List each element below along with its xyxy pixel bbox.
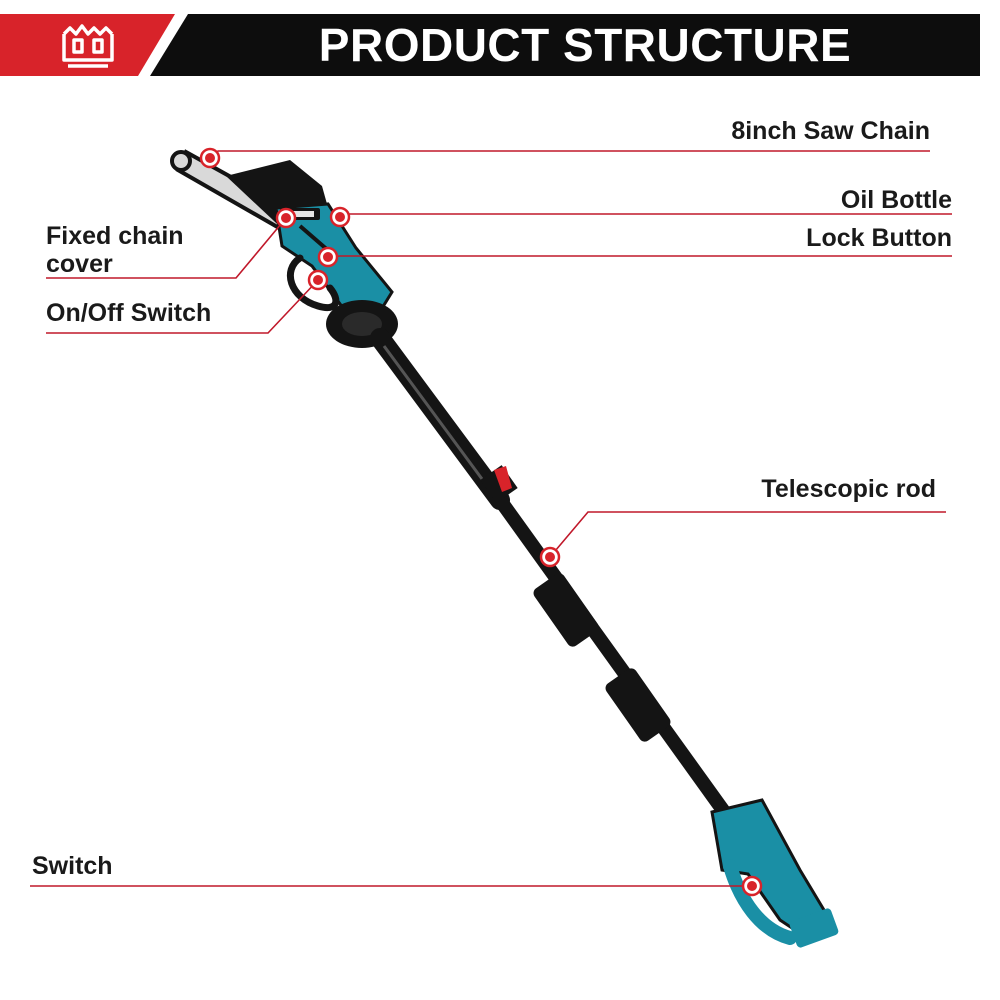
marker-telescopic-rod <box>539 546 561 568</box>
leader-saw-chain <box>209 150 930 159</box>
marker-oil-bottle <box>329 206 351 228</box>
leader-telescopic-rod <box>549 511 946 558</box>
marker-switch <box>741 875 763 897</box>
marker-fixed-chain-cover <box>275 207 297 229</box>
header-banner <box>0 14 980 76</box>
label-on-off-switch: On/Off Switch <box>46 299 212 327</box>
leader-fixed-chain-cover <box>46 217 287 279</box>
leader-on-off-switch <box>46 279 319 334</box>
label-saw-chain: 8inch Saw Chain <box>731 117 930 145</box>
label-telescopic-rod: Telescopic rod <box>761 475 936 503</box>
leader-oil-bottle <box>339 213 952 218</box>
telescopic-rod-shape <box>370 328 736 825</box>
castle-crown-logo-icon <box>62 24 114 68</box>
header-red-block <box>0 14 175 76</box>
pole-saw-illustration <box>170 149 839 948</box>
label-lock-button: Lock Button <box>806 224 952 252</box>
marker-saw-chain <box>199 147 221 169</box>
leader-lock-button <box>327 255 952 258</box>
page-title: PRODUCT STRUCTURE <box>318 19 852 71</box>
leader-lines <box>30 150 952 887</box>
label-fixed-chain-cover-line2: cover <box>46 250 113 278</box>
callout-markers <box>199 147 763 897</box>
header-black-bar <box>150 14 980 76</box>
label-oil-bottle: Oil Bottle <box>840 186 952 214</box>
marker-on-off-switch <box>307 269 329 291</box>
rear-handle <box>710 798 839 948</box>
label-switch: Switch <box>32 852 113 880</box>
label-fixed-chain-cover-line1: Fixed chain <box>46 222 184 250</box>
marker-lock-button <box>317 246 339 268</box>
front-handle-loop <box>286 254 340 311</box>
